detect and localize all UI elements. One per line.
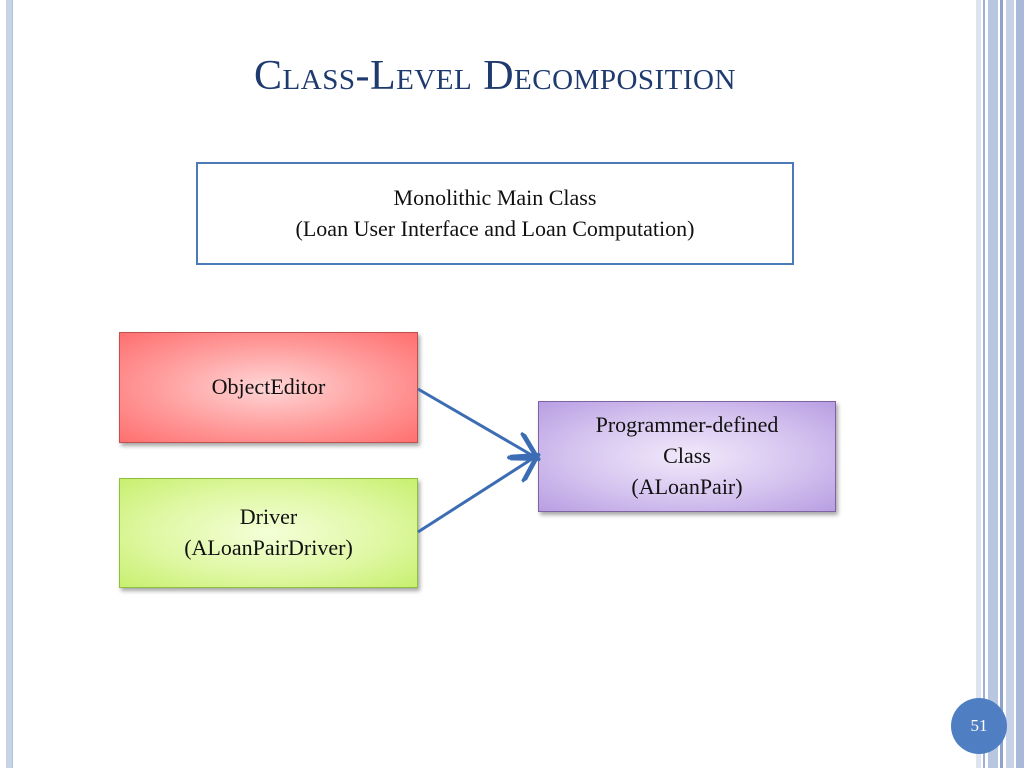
edge-driver-to-programmer-defined [417,457,535,534]
monolithic-main-class-box: Monolithic Main Class (Loan User Interfa… [196,162,794,265]
right-stripe [983,0,985,768]
right-stripe [1016,0,1024,768]
right-stripe [1006,0,1014,768]
programmer-defined-line-2: Class [663,443,711,469]
edge-object-editor-to-programmer-defined [417,387,535,457]
driver-box: Driver (ALoanPairDriver) [119,478,418,588]
programmer-defined-line-1: Programmer-defined [595,412,779,438]
object-editor-label: ObjectEditor [211,374,326,400]
programmer-defined-line-3: (ALoanPair) [631,473,743,499]
right-stripe [1000,0,1003,768]
object-editor-box: ObjectEditor [119,332,418,443]
right-stripe [988,0,998,768]
driver-line-1: Driver [239,504,298,530]
left-border-strip [6,0,13,768]
slide-title: Class-Level Decomposition [254,53,736,99]
monolithic-line-1: Monolithic Main Class [393,184,597,210]
monolithic-line-2: (Loan User Interface and Loan Computatio… [295,215,695,241]
right-stripe [976,0,981,768]
page-number-badge: 51 [951,698,1007,754]
driver-line-2: (ALoanPairDriver) [184,535,353,560]
programmer-defined-class-box: Programmer-defined Class (ALoanPair) [538,401,836,512]
